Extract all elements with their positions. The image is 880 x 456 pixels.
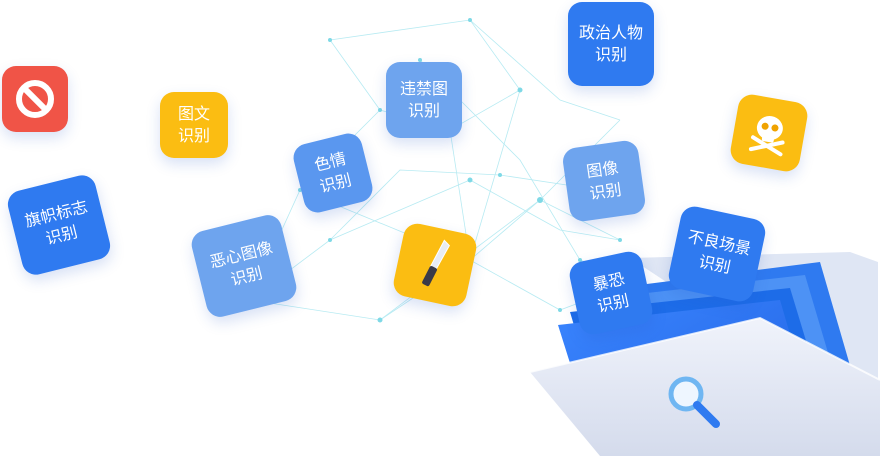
tile-label: 暴恐 识别 [590, 269, 631, 316]
tile-label: 政治人物 识别 [578, 23, 643, 64]
tile-label: 恶心图像 识别 [207, 237, 275, 290]
knife-icon [422, 239, 450, 287]
knife-tile [391, 221, 479, 309]
ban-icon [16, 80, 54, 118]
political-recognition-tile: 政治人物 识别 [568, 2, 654, 86]
tile-label: 图像 识别 [585, 157, 623, 204]
image-text-recognition-tile: 图文 识别 [160, 92, 228, 158]
tile-label: 不良场景 识别 [686, 226, 753, 277]
tile-label: 旗帜标志 识别 [22, 196, 90, 249]
magnifier-icon [668, 376, 720, 428]
tile-label: 图文 识别 [177, 104, 210, 145]
tile-label: 违禁图 识别 [399, 79, 448, 120]
prohibited-recognition-tile: 违禁图 识别 [386, 62, 462, 138]
skull-crossbones-icon [748, 116, 785, 157]
tile-label: 色情 识别 [312, 148, 354, 197]
skull-tile [728, 92, 810, 174]
ban-tile [2, 66, 68, 132]
bad-scene-recognition-tile: 不良场景 识别 [666, 203, 768, 305]
terror-recognition-tile: 暴恐 识别 [567, 249, 655, 337]
portrait-recognition-tile: 图像 识别 [561, 139, 647, 223]
